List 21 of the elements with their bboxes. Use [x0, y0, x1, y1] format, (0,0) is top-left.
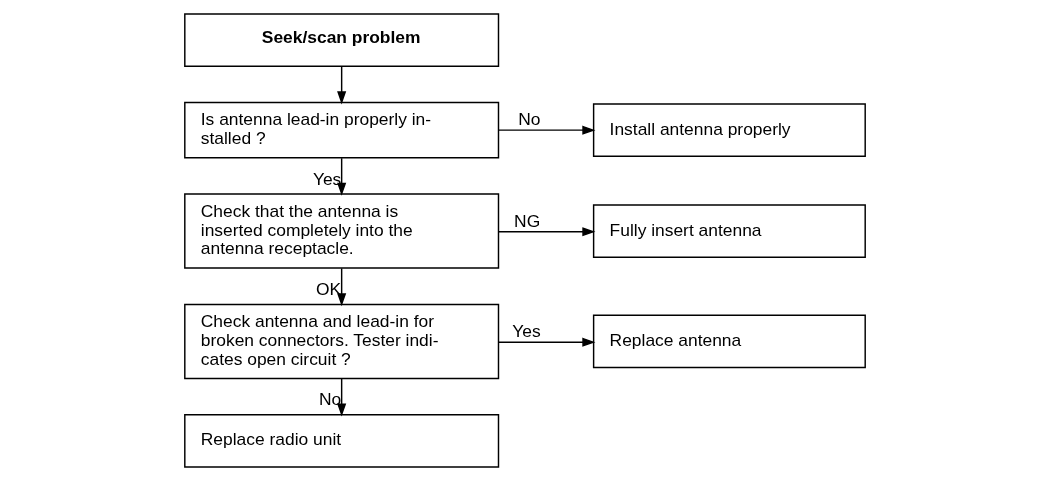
arrow [337, 377, 347, 417]
arrow [337, 157, 347, 196]
node-box: Replace antenna [592, 314, 866, 369]
arrow [498, 337, 596, 347]
node-box: Seek/scan problem [184, 13, 500, 67]
edge-label: No [318, 389, 342, 410]
edge-label: Yes [512, 321, 541, 342]
node-box: Fully insert antenna [592, 204, 866, 258]
arrow [337, 267, 347, 307]
edge-label: Yes [312, 168, 342, 189]
node-box: Is antenna lead-in properly in- stalled ? [184, 101, 500, 159]
node-box: Install antenna properly [592, 103, 866, 157]
edge-label: OK [316, 279, 342, 300]
node-box: Check antenna and lead-in for broken connectors. Tester indi- cates open circuit ? [184, 303, 500, 380]
node-box: Check that the antenna is inserted completely into the antenna receptacle. [184, 193, 500, 269]
arrow [498, 227, 596, 237]
arrow [498, 125, 596, 135]
node-box: Replace radio unit [184, 414, 500, 468]
edge-label: No [518, 109, 541, 130]
edge-label: NG [514, 210, 541, 231]
arrow [337, 65, 347, 105]
